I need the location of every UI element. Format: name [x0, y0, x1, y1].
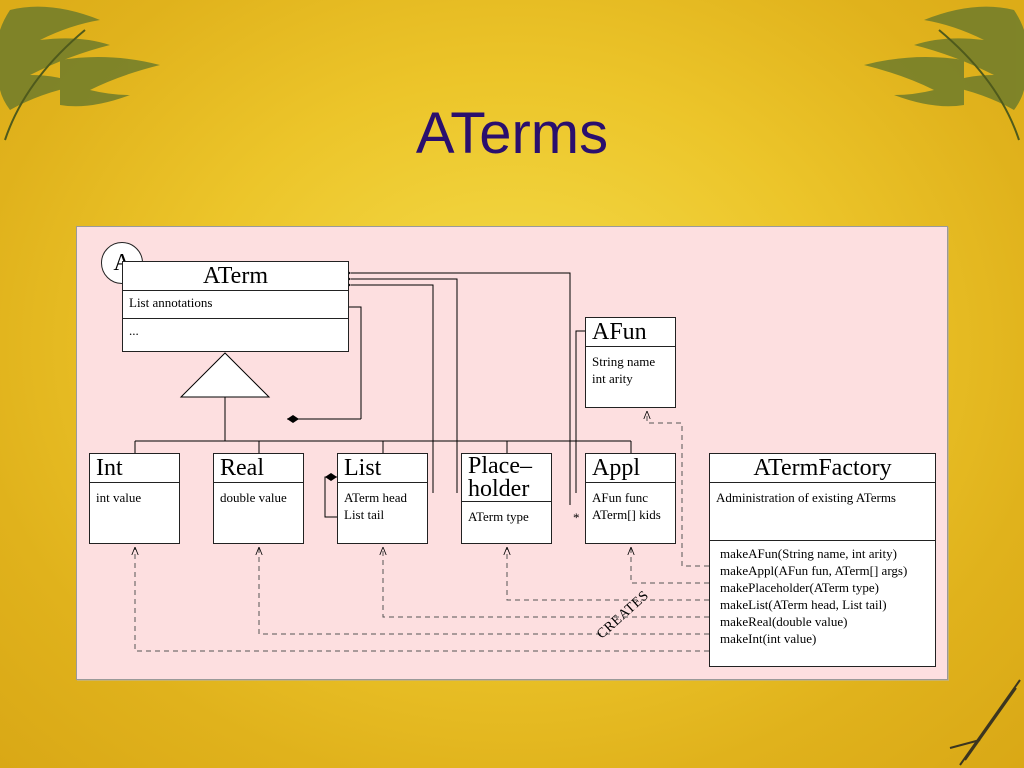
- field-func: AFun func: [592, 490, 648, 505]
- brush-stroke-decoration: [949, 679, 1021, 766]
- pine-branch-right-decoration: [864, 6, 1024, 141]
- class-aterm-fields: List annotations: [123, 290, 348, 318]
- method-make-int: makeInt(int value): [720, 631, 817, 646]
- field-kids: ATerm[] kids: [592, 507, 661, 522]
- field-int-value: int value: [96, 490, 142, 505]
- method-make-afun: makeAFun(String name, int arity): [720, 546, 897, 561]
- class-int: Int int value: [89, 453, 180, 544]
- multiplicity-label: *: [573, 510, 580, 525]
- class-atermfactory-methods: makeAFun(String name, int arity) makeApp…: [710, 540, 935, 651]
- class-list: List ATerm head List tail: [337, 453, 428, 544]
- class-atermfactory-description: Administration of existing ATerms: [710, 482, 935, 540]
- class-appl-fields: AFun func ATerm[] kids: [586, 482, 675, 543]
- class-placeholder: Place– holder ATerm type: [461, 453, 552, 544]
- field-annotations: List annotations: [129, 295, 213, 310]
- class-atermfactory: ATermFactory Administration of existing …: [709, 453, 936, 667]
- class-atermfactory-name: ATermFactory: [753, 455, 892, 481]
- class-afun-fields: String name int arity: [586, 346, 675, 407]
- class-int-name: Int: [96, 455, 123, 481]
- class-real-fields: double value: [214, 482, 303, 543]
- class-aterm-name: ATerm: [203, 263, 268, 289]
- class-list-name: List: [344, 455, 382, 481]
- pine-branch-left-decoration: [0, 6, 160, 141]
- method-make-appl: makeAppl(AFun fun, ATerm[] args): [720, 563, 908, 578]
- class-appl: Appl AFun func ATerm[] kids: [585, 453, 676, 544]
- class-aterm-more: ...: [123, 318, 348, 346]
- field-double-value: double value: [220, 490, 287, 505]
- class-list-fields: ATerm head List tail: [338, 482, 427, 543]
- class-aterm: ATerm List annotations ...: [122, 261, 349, 352]
- method-make-real: makeReal(double value): [720, 614, 848, 629]
- field-tail: List tail: [344, 507, 385, 522]
- class-real-name: Real: [220, 455, 264, 481]
- class-appl-name: Appl: [592, 455, 640, 481]
- inheritance-triangle: [179, 352, 271, 398]
- class-placeholder-name: Place– holder: [462, 454, 551, 501]
- method-make-list: makeList(ATerm head, List tail): [720, 597, 887, 612]
- field-type: ATerm type: [468, 509, 529, 524]
- class-placeholder-fields: ATerm type: [462, 501, 551, 542]
- field-arity: int arity: [592, 371, 633, 386]
- uml-diagram-panel: A ATerm List annotations ... AFun String…: [76, 226, 948, 680]
- field-name: String name: [592, 354, 656, 369]
- slide-title: ATerms: [415, 101, 609, 166]
- factory-description: Administration of existing ATerms: [716, 490, 896, 505]
- method-make-placeholder: makePlaceholder(ATerm type): [720, 580, 879, 595]
- field-head: ATerm head: [344, 490, 407, 505]
- placeholder-name-line2: holder: [468, 476, 530, 502]
- class-afun-name: AFun: [592, 319, 647, 345]
- class-afun: AFun String name int arity: [585, 317, 676, 408]
- diagram-connectors: [77, 269, 709, 652]
- placeholder-name-line1: Place–: [468, 453, 532, 479]
- class-int-fields: int value: [90, 482, 179, 543]
- class-real: Real double value: [213, 453, 304, 544]
- field-more: ...: [129, 323, 139, 338]
